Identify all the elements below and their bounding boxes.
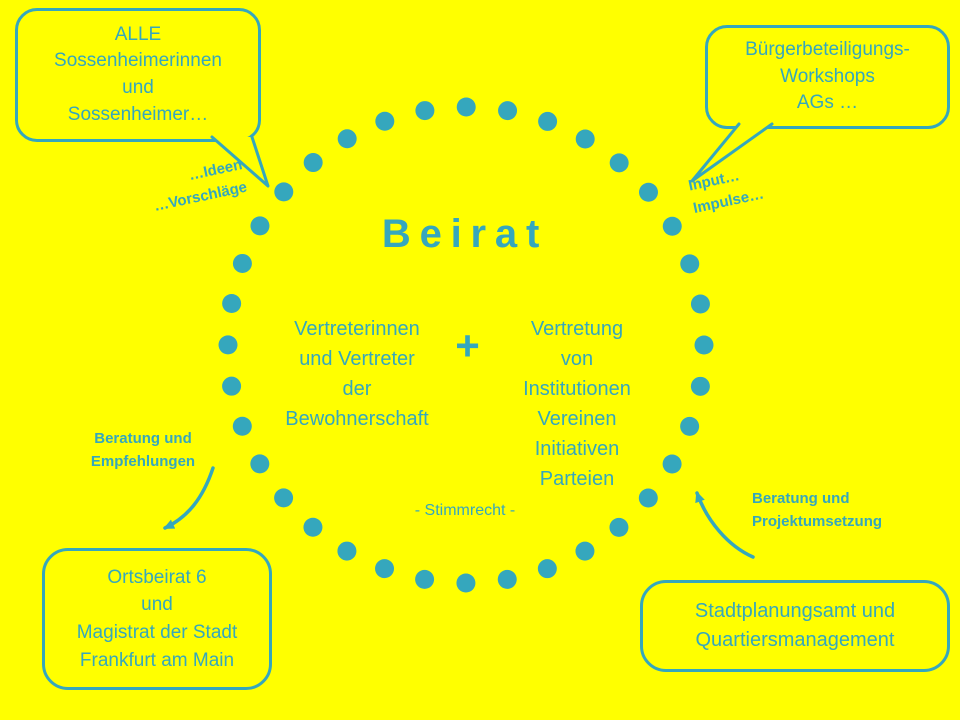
circle-title: Beirat [381, 212, 549, 256]
bubble-stadtplanungsamt-quartiersmanagement: Stadtplanungsamt und Quartiersmanagement [640, 580, 950, 672]
label-beratung-projektumsetzung: Beratung und Projektumsetzung [752, 490, 883, 530]
bubble-ortsbeirat-magistrat: Ortsbeirat 6 und Magistrat der Stadt Fra… [42, 548, 272, 690]
bubble-alle-sossenheimer: ALLE Sossenheimerinnen und Sossenheimer… [15, 8, 261, 142]
label-ideen-vorschlaege: …Ideen …Vorschläge [152, 156, 249, 215]
label-input-impulse: Input… Impulse… [686, 167, 766, 217]
curved-arrow-to-beirat-icon [695, 491, 755, 559]
left-member-group: Vertreterinnen und Vertreter der Bewohne… [285, 318, 429, 430]
label-beratung-empfehlungen: Beratung und Empfehlungen [90, 430, 196, 470]
bubble-buergerbeteiligungs-workshops: Bürgerbeteiligungs- Workshops AGs … [705, 25, 950, 129]
right-member-group: Vertretung von Institutionen Vereinen In… [523, 318, 631, 490]
voting-note: - Stimmrecht - [414, 502, 516, 519]
curved-arrow-to-ortsbeirat-icon [163, 466, 215, 530]
